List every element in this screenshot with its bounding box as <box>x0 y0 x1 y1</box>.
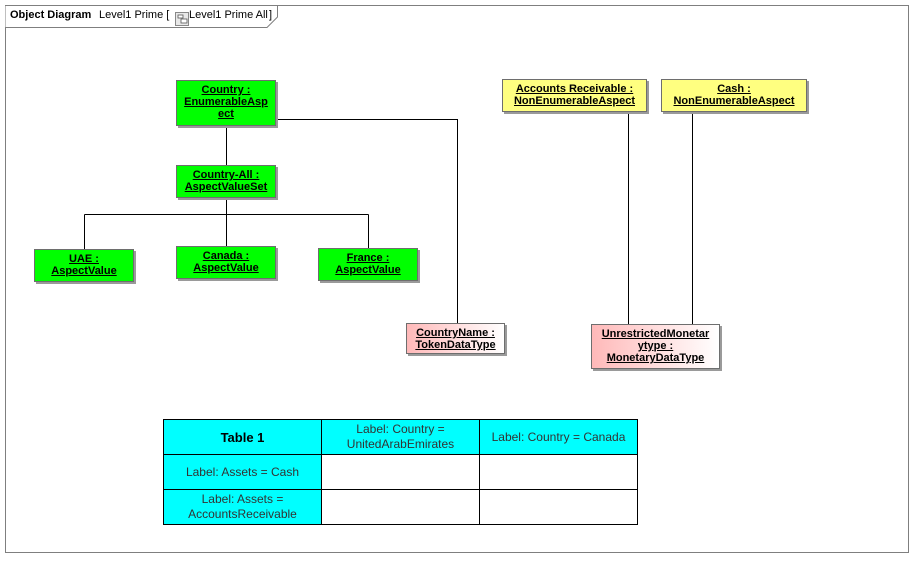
table-col-header-uae-line-1: Label: Country = <box>356 422 445 436</box>
node-canada-line-1: Canada : <box>202 250 250 262</box>
node-cash-line-2: NonEnumerableAspect <box>673 95 795 107</box>
node-canada-aspect-value[interactable]: Canada : AspectValue <box>176 246 276 279</box>
node-france-aspect-value[interactable]: France : AspectValue <box>318 248 418 281</box>
table-cell-ar-canada[interactable] <box>479 489 638 525</box>
node-unrestricted-monetary-line-1: UnrestrictedMonetar <box>601 328 710 340</box>
table-row-header-ar-line-2: AccountsReceivable <box>188 507 297 521</box>
aspect-table: Table 1 Label: Country = UnitedArabEmira… <box>163 419 638 525</box>
node-accounts-receivable-non-enumerable-aspect[interactable]: Accounts Receivable : NonEnumerableAspec… <box>502 79 647 112</box>
node-country-line-2: EnumerableAsp <box>184 96 268 108</box>
node-uae-line-2: AspectValue <box>51 265 117 277</box>
diagram-frame <box>5 5 909 553</box>
node-unrestricted-monetary-line-3: MonetaryDataType <box>606 352 705 364</box>
table-col-header-canada: Label: Country = Canada <box>479 419 638 455</box>
node-country-all-line-1: Country-All : <box>192 169 260 181</box>
node-france-line-2: AspectValue <box>335 264 401 276</box>
node-country-enumerable-aspect[interactable]: Country : EnumerableAsp ect <box>176 80 276 126</box>
table-cell-cash-uae[interactable] <box>321 454 480 490</box>
table-col-header-uae-line-2: UnitedArabEmirates <box>346 437 455 451</box>
diagram-kind-label: Object Diagram <box>10 9 92 21</box>
diagram-name-prefix: Level1 Prime [ <box>99 9 170 21</box>
diagram-name-suffix: ] <box>269 9 273 21</box>
table-row-header-ar-line-1: Label: Assets = <box>201 492 284 506</box>
diagram-name-ref[interactable]: Level1 Prime All <box>189 9 268 21</box>
node-uae-line-1: UAE : <box>69 253 99 265</box>
node-country-name-line-1: CountryName : <box>416 327 495 339</box>
node-cash-line-1: Cash : <box>717 83 751 95</box>
table-col-header-uae: Label: Country = UnitedArabEmirates <box>321 419 480 455</box>
node-unrestricted-monetary-type[interactable]: UnrestrictedMonetar ytype : MonetaryData… <box>591 324 720 369</box>
node-country-name-line-2: TokenDataType <box>415 339 496 351</box>
node-country-all-line-2: AspectValueSet <box>184 181 268 193</box>
node-country-line-3: ect <box>218 108 234 120</box>
table-row: Table 1 Label: Country = UnitedArabEmira… <box>163 419 638 455</box>
node-accounts-receivable-line-1: Accounts Receivable : <box>515 83 634 95</box>
node-country-line-1: Country : <box>201 84 251 96</box>
header-tab-outline <box>5 5 278 28</box>
node-unrestricted-monetary-line-2: ytype : <box>637 340 674 352</box>
package-icon <box>175 12 189 26</box>
table-row-header-cash: Label: Assets = Cash <box>163 454 322 490</box>
node-uae-aspect-value[interactable]: UAE : AspectValue <box>34 249 134 282</box>
table-title-cell: Table 1 <box>163 419 322 455</box>
table-cell-ar-uae[interactable] <box>321 489 480 525</box>
node-france-line-1: France : <box>346 252 390 264</box>
node-accounts-receivable-line-2: NonEnumerableAspect <box>513 95 636 107</box>
table-row: Label: Assets = AccountsReceivable <box>163 489 638 525</box>
node-country-name-token-data-type[interactable]: CountryName : TokenDataType <box>406 323 505 354</box>
node-country-all-aspect-value-set[interactable]: Country-All : AspectValueSet <box>176 165 276 198</box>
node-canada-line-2: AspectValue <box>193 262 259 274</box>
link-country-to-country-name <box>276 119 458 323</box>
table-cell-cash-canada[interactable] <box>479 454 638 490</box>
node-cash-non-enumerable-aspect[interactable]: Cash : NonEnumerableAspect <box>661 79 807 112</box>
table-row-header-accounts-receivable: Label: Assets = AccountsReceivable <box>163 489 322 525</box>
table-row: Label: Assets = Cash <box>163 454 638 490</box>
